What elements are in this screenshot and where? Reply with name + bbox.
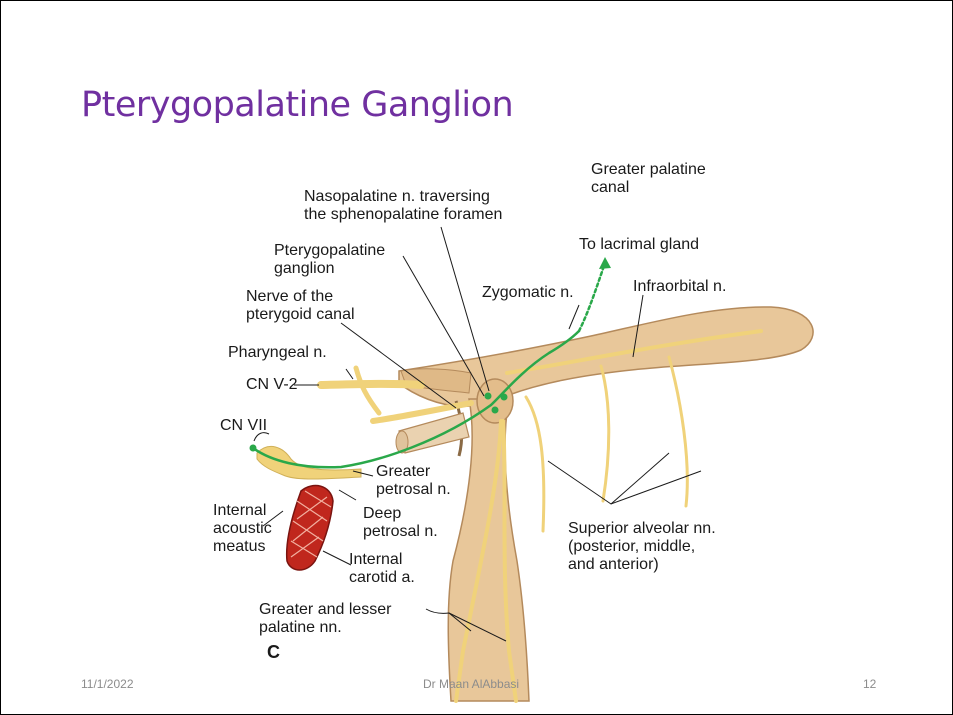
label-infraorbital-nerve: Infraorbital n. xyxy=(633,278,726,296)
panel-letter: C xyxy=(267,643,280,661)
footer-date: 11/1/2022 xyxy=(81,677,134,691)
label-zygomatic-nerve: Zygomatic n. xyxy=(482,284,574,302)
label-nerve-pterygoid-canal: Nerve of the pterygoid canal xyxy=(246,288,355,324)
facial-nerve-bulb xyxy=(257,446,361,479)
page-number: 12 xyxy=(863,677,876,691)
label-internal-acoustic-meatus: Internal acoustic meatus xyxy=(213,502,272,556)
label-pterygopalatine-ganglion: Pterygopalatine ganglion xyxy=(274,242,385,278)
cn-v2-nerve xyxy=(321,384,421,385)
label-deep-petrosal-nerve: Deep petrosal n. xyxy=(363,505,438,541)
label-greater-palatine-canal: Greater palatine canal xyxy=(591,161,706,197)
label-to-lacrimal-gland: To lacrimal gland xyxy=(579,236,699,254)
label-palatine-nerves: Greater and lesser palatine nn. xyxy=(259,601,392,637)
footer-author: Dr Maan AlAbbasi xyxy=(423,677,519,691)
pterygoid-canal xyxy=(396,413,469,453)
label-nasopalatine-nerve: Nasopalatine n. traversing the sphenopal… xyxy=(304,188,502,224)
label-superior-alveolar-nerves: Superior alveolar nn. (posterior, middle… xyxy=(568,520,716,574)
label-pharyngeal-nerve: Pharyngeal n. xyxy=(228,344,327,362)
label-cn-vii: CN VII xyxy=(220,417,267,435)
label-greater-petrosal-nerve: Greater petrosal n. xyxy=(376,463,451,499)
lacrimal-arrow-icon xyxy=(599,257,611,269)
label-internal-carotid-artery: Internal carotid a. xyxy=(349,551,415,587)
pharyngeal-nerve-upper xyxy=(356,368,379,413)
label-cn-v2: CN V-2 xyxy=(246,376,298,394)
